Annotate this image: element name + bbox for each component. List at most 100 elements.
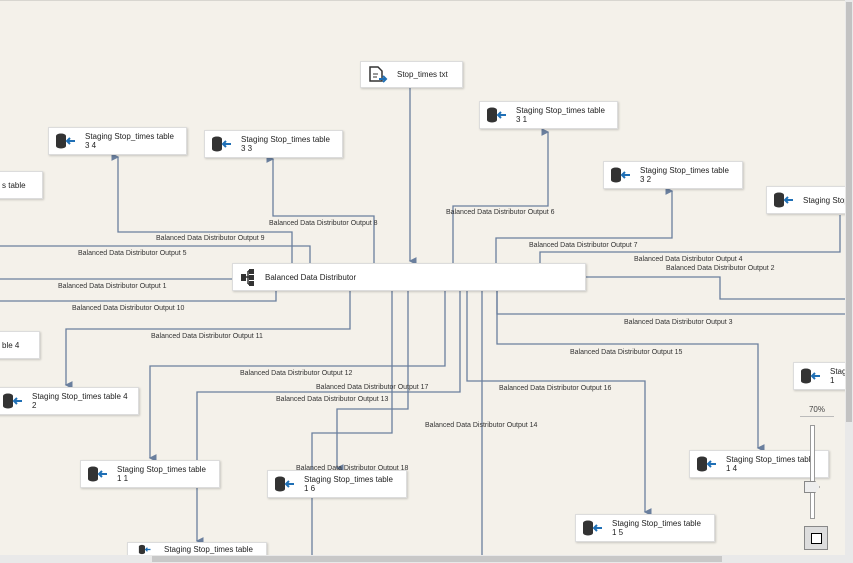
path-output-4 — [539, 215, 841, 263]
destination-index: 2 — [32, 401, 37, 410]
path-output-16 — [466, 291, 652, 516]
zoom-level: 70% — [800, 405, 834, 417]
ole-db-destination-icon — [3, 393, 22, 409]
distributor-label: Balanced Data Distributor — [265, 272, 357, 282]
ole-db-destination-icon — [56, 133, 75, 149]
output-14-label: Balanced Data Distributor Output 14 — [425, 422, 538, 429]
destination-index: 1 — [830, 376, 835, 385]
ole-db-destination-icon — [774, 192, 793, 208]
output-12-label: Balanced Data Distributor Output 12 — [240, 370, 353, 377]
ole-db-destination-icon — [487, 107, 506, 123]
destination-name: Staging Stop_times table — [304, 475, 393, 484]
horizontal-scroll-thumb[interactable] — [152, 556, 722, 562]
destination-index: 1 4 — [726, 464, 738, 473]
destination-name: Staging Stop_times table 4 — [32, 392, 128, 401]
vertical-scrollbar[interactable] — [845, 0, 853, 555]
path-output-6 — [452, 128, 550, 263]
distributor-icon — [241, 269, 254, 286]
output-4-label: Balanced Data Distributor Output 4 — [634, 256, 743, 263]
path-output-18 — [311, 291, 393, 556]
path-output-7 — [495, 187, 674, 263]
balanced-data-distributor[interactable]: Balanced Data Distributor — [232, 263, 586, 291]
ole-db-destination-icon — [212, 136, 231, 152]
connector-layer — [0, 88, 845, 556]
horizontal-scrollbar[interactable] — [0, 555, 853, 563]
destination-index: 3 2 — [640, 175, 652, 184]
ole-db-destination-icon — [697, 456, 716, 472]
destination-index: 3 4 — [85, 141, 97, 150]
output-7-label: Balanced Data Distributor Output 7 — [529, 242, 638, 249]
destination-dbottom[interactable]: Staging Stop_times table — [127, 542, 267, 556]
output-9-label: Balanced Data Distributor Output 9 — [156, 235, 265, 242]
source-label: Stop_times txt — [397, 70, 448, 79]
data-flow-canvas[interactable]: Balanced Data Distributor Output 8 Balan… — [0, 0, 845, 556]
ole-db-destination-icon — [275, 476, 294, 492]
path-output-10 — [0, 291, 277, 302]
fit-icon — [810, 532, 822, 544]
zoom-slider-thumb[interactable] — [804, 481, 820, 493]
destination-name: Staging Stop_times table — [516, 106, 605, 115]
path-output-5 — [0, 245, 311, 263]
ole-db-destination-icon — [611, 167, 630, 183]
output-18-label: Balanced Data Distributor Output 18 — [296, 465, 409, 472]
path-output-13 — [335, 291, 409, 472]
output-3-label: Balanced Data Distributor Output 3 — [624, 319, 733, 326]
output-1-label: Balanced Data Distributor Output 1 — [58, 283, 167, 290]
path-output-8 — [266, 155, 375, 263]
output-11-label: Balanced Data Distributor Output 11 — [151, 333, 263, 340]
ole-db-destination-icon — [801, 368, 820, 384]
destination-index: 3 3 — [241, 144, 253, 153]
path-output-15 — [496, 291, 765, 452]
output-16-label: Balanced Data Distributor Output 16 — [499, 385, 612, 392]
destination-name: Staging Stop_times table — [241, 135, 330, 144]
path-output-9 — [111, 153, 293, 263]
destination-name: Staging Stop — [803, 195, 845, 205]
ole-db-destination-icon — [138, 544, 151, 554]
zoom-to-fit-button[interactable] — [804, 526, 828, 550]
destination-index: 1 6 — [304, 484, 316, 493]
ole-db-destination-icon — [583, 520, 602, 536]
path-output-11 — [64, 291, 351, 389]
vertical-scroll-thumb[interactable] — [846, 2, 852, 422]
destination-name: Staging Stop_times table — [726, 455, 815, 464]
flat-file-source-icon — [369, 65, 388, 83]
output-17-label: Balanced Data Distributor Output 17 — [316, 384, 429, 391]
output-2-label: Balanced Data Distributor Output 2 — [666, 265, 775, 272]
destination-name: Staging Stop_times table — [612, 519, 701, 528]
zoom-slider-track[interactable] — [810, 425, 815, 519]
path-output-3 — [496, 291, 845, 315]
output-8-label: Balanced Data Distributor Output 8 — [269, 220, 378, 227]
destination-index: 1 1 — [117, 474, 129, 483]
destination-name: ble 4 — [2, 340, 20, 350]
output-6-label: Balanced Data Distributor Output 6 — [446, 209, 555, 216]
destination-index: 1 5 — [612, 528, 624, 537]
destination-dright1[interactable]: Staging Stop — [766, 186, 845, 214]
output-5-label: Balanced Data Distributor Output 5 — [78, 250, 187, 257]
output-13-label: Balanced Data Distributor Output 13 — [276, 396, 389, 403]
path-output-2 — [586, 276, 845, 300]
destination-dleft1[interactable]: s table — [0, 171, 43, 199]
output-10-label: Balanced Data Distributor Output 10 — [72, 305, 185, 312]
destination-name: Staging Stop_times table — [164, 544, 253, 554]
destination-name: Staging Stop_times table — [117, 465, 206, 474]
flat-file-source-stop-times[interactable]: Stop_times txt — [360, 61, 463, 88]
ole-db-destination-icon — [88, 466, 107, 482]
destination-index: 3 1 — [516, 115, 528, 124]
zoom-control: 70% — [800, 405, 834, 553]
destination-name: Staging Stop_times table — [85, 132, 174, 141]
destination-name: s table — [2, 180, 26, 190]
output-15-label: Balanced Data Distributor Output 15 — [570, 349, 683, 356]
path-output-12 — [148, 291, 446, 462]
destination-name: Stag — [830, 367, 845, 376]
destination-dleft2[interactable]: ble 4 — [0, 331, 40, 359]
